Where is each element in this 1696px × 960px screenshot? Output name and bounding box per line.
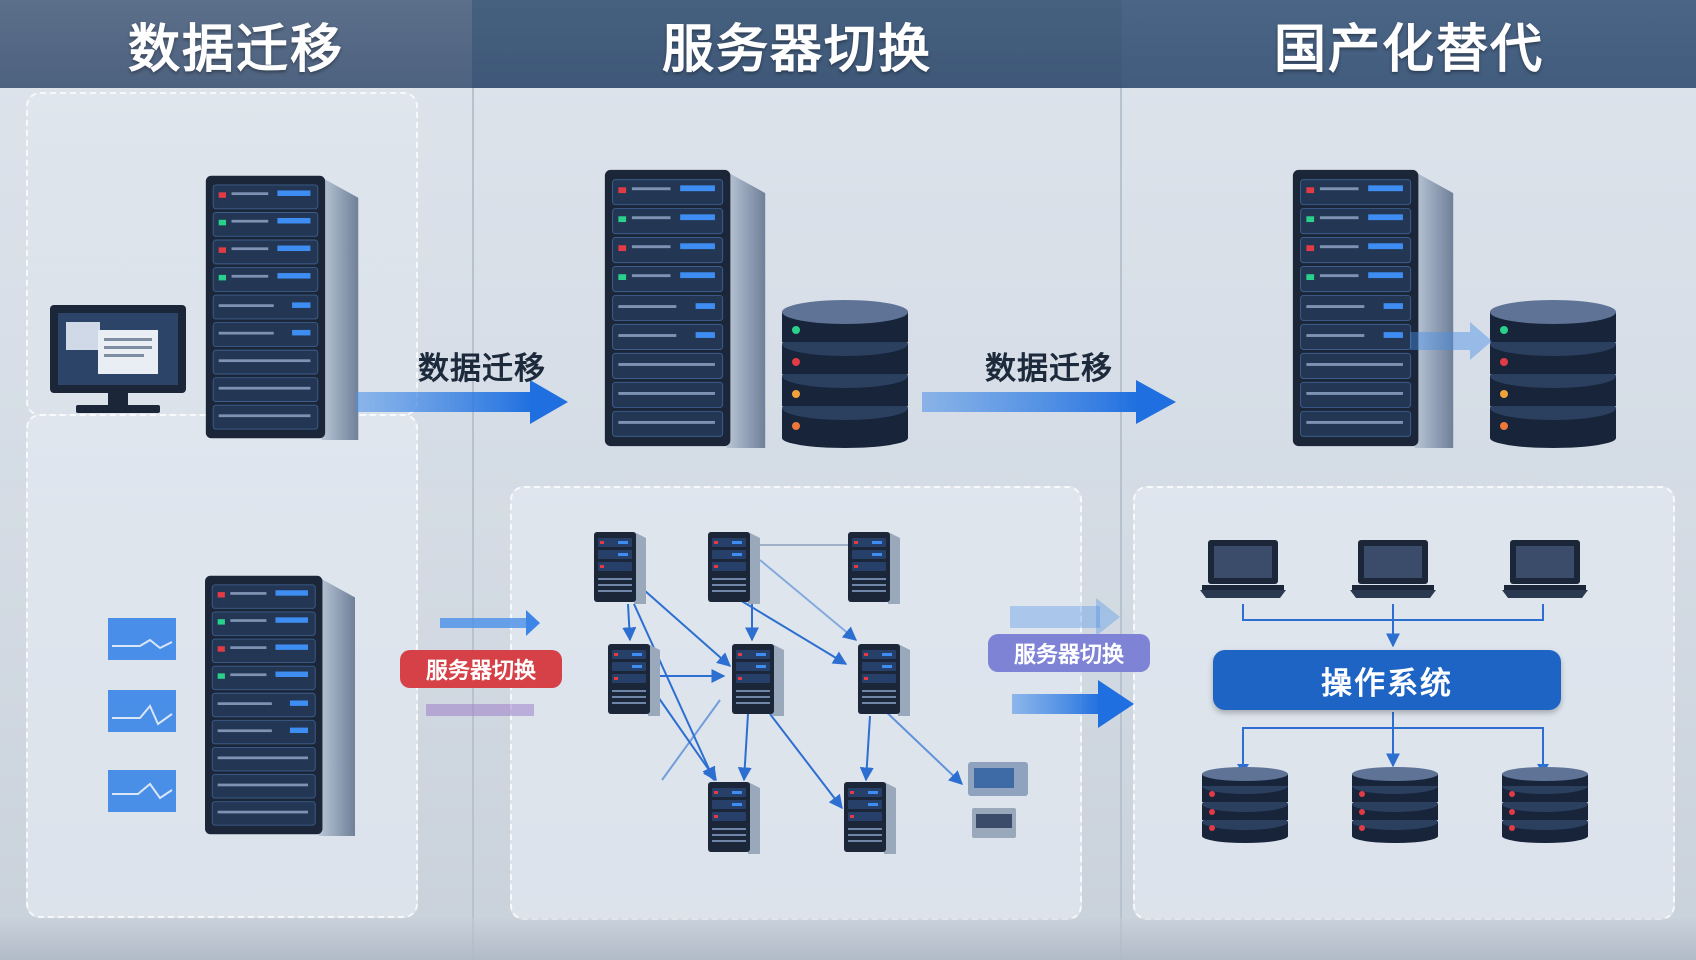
server-node-icon (594, 532, 646, 604)
server-node-icon (848, 532, 900, 604)
database-icon (1202, 767, 1288, 843)
header-bar: 数据迁移 服务器切换 国产化替代 (0, 0, 1696, 88)
server-rack-icon (204, 575, 356, 836)
arrow-label-data-migration-2: 数据迁移 (985, 351, 1113, 387)
arrow-label-data-migration-1: 数据迁移 (418, 351, 546, 387)
server-node-icon (858, 644, 910, 716)
os-box: 操作系统 (1213, 650, 1561, 710)
database-icon (1490, 300, 1616, 448)
header-title-data-migration: 数据迁移 (0, 0, 472, 88)
laptop-icon (1350, 540, 1436, 598)
laptop-icon (1200, 540, 1286, 598)
database-icon (1352, 767, 1438, 843)
server-node-icon (708, 782, 760, 854)
os-connectors (1242, 604, 1544, 768)
bottom-fade (0, 918, 1696, 960)
column-divider-1 (472, 88, 474, 960)
server-rack-icon (1292, 169, 1454, 448)
server-node-icon (708, 532, 760, 604)
arrow-right-icon (356, 380, 568, 424)
arrow-right-icon (1410, 322, 1492, 360)
server-node-icon (732, 644, 784, 716)
server-node-icon (844, 782, 896, 854)
pill-server-switch-right: 服务器切换 (988, 634, 1150, 672)
monitor-icon (50, 305, 186, 413)
arrow-right-icon (426, 610, 540, 716)
pill-server-switch-left: 服务器切换 (400, 650, 562, 688)
database-icon (782, 300, 908, 448)
arrow-right-icon (922, 380, 1176, 424)
workstation-icon (968, 762, 1028, 838)
data-stream-icon (108, 618, 176, 812)
laptop-icon (1502, 540, 1588, 598)
arrow-right-icon (1010, 598, 1134, 728)
server-rack-icon (205, 175, 359, 441)
database-icon (1502, 767, 1588, 843)
server-rack-icon (604, 169, 766, 448)
header-title-localization: 国产化替代 (1122, 0, 1696, 88)
network-links (622, 544, 964, 810)
column-divider-2 (1120, 88, 1122, 960)
server-node-icon (608, 644, 660, 716)
header-title-server-switch: 服务器切换 (472, 0, 1122, 88)
